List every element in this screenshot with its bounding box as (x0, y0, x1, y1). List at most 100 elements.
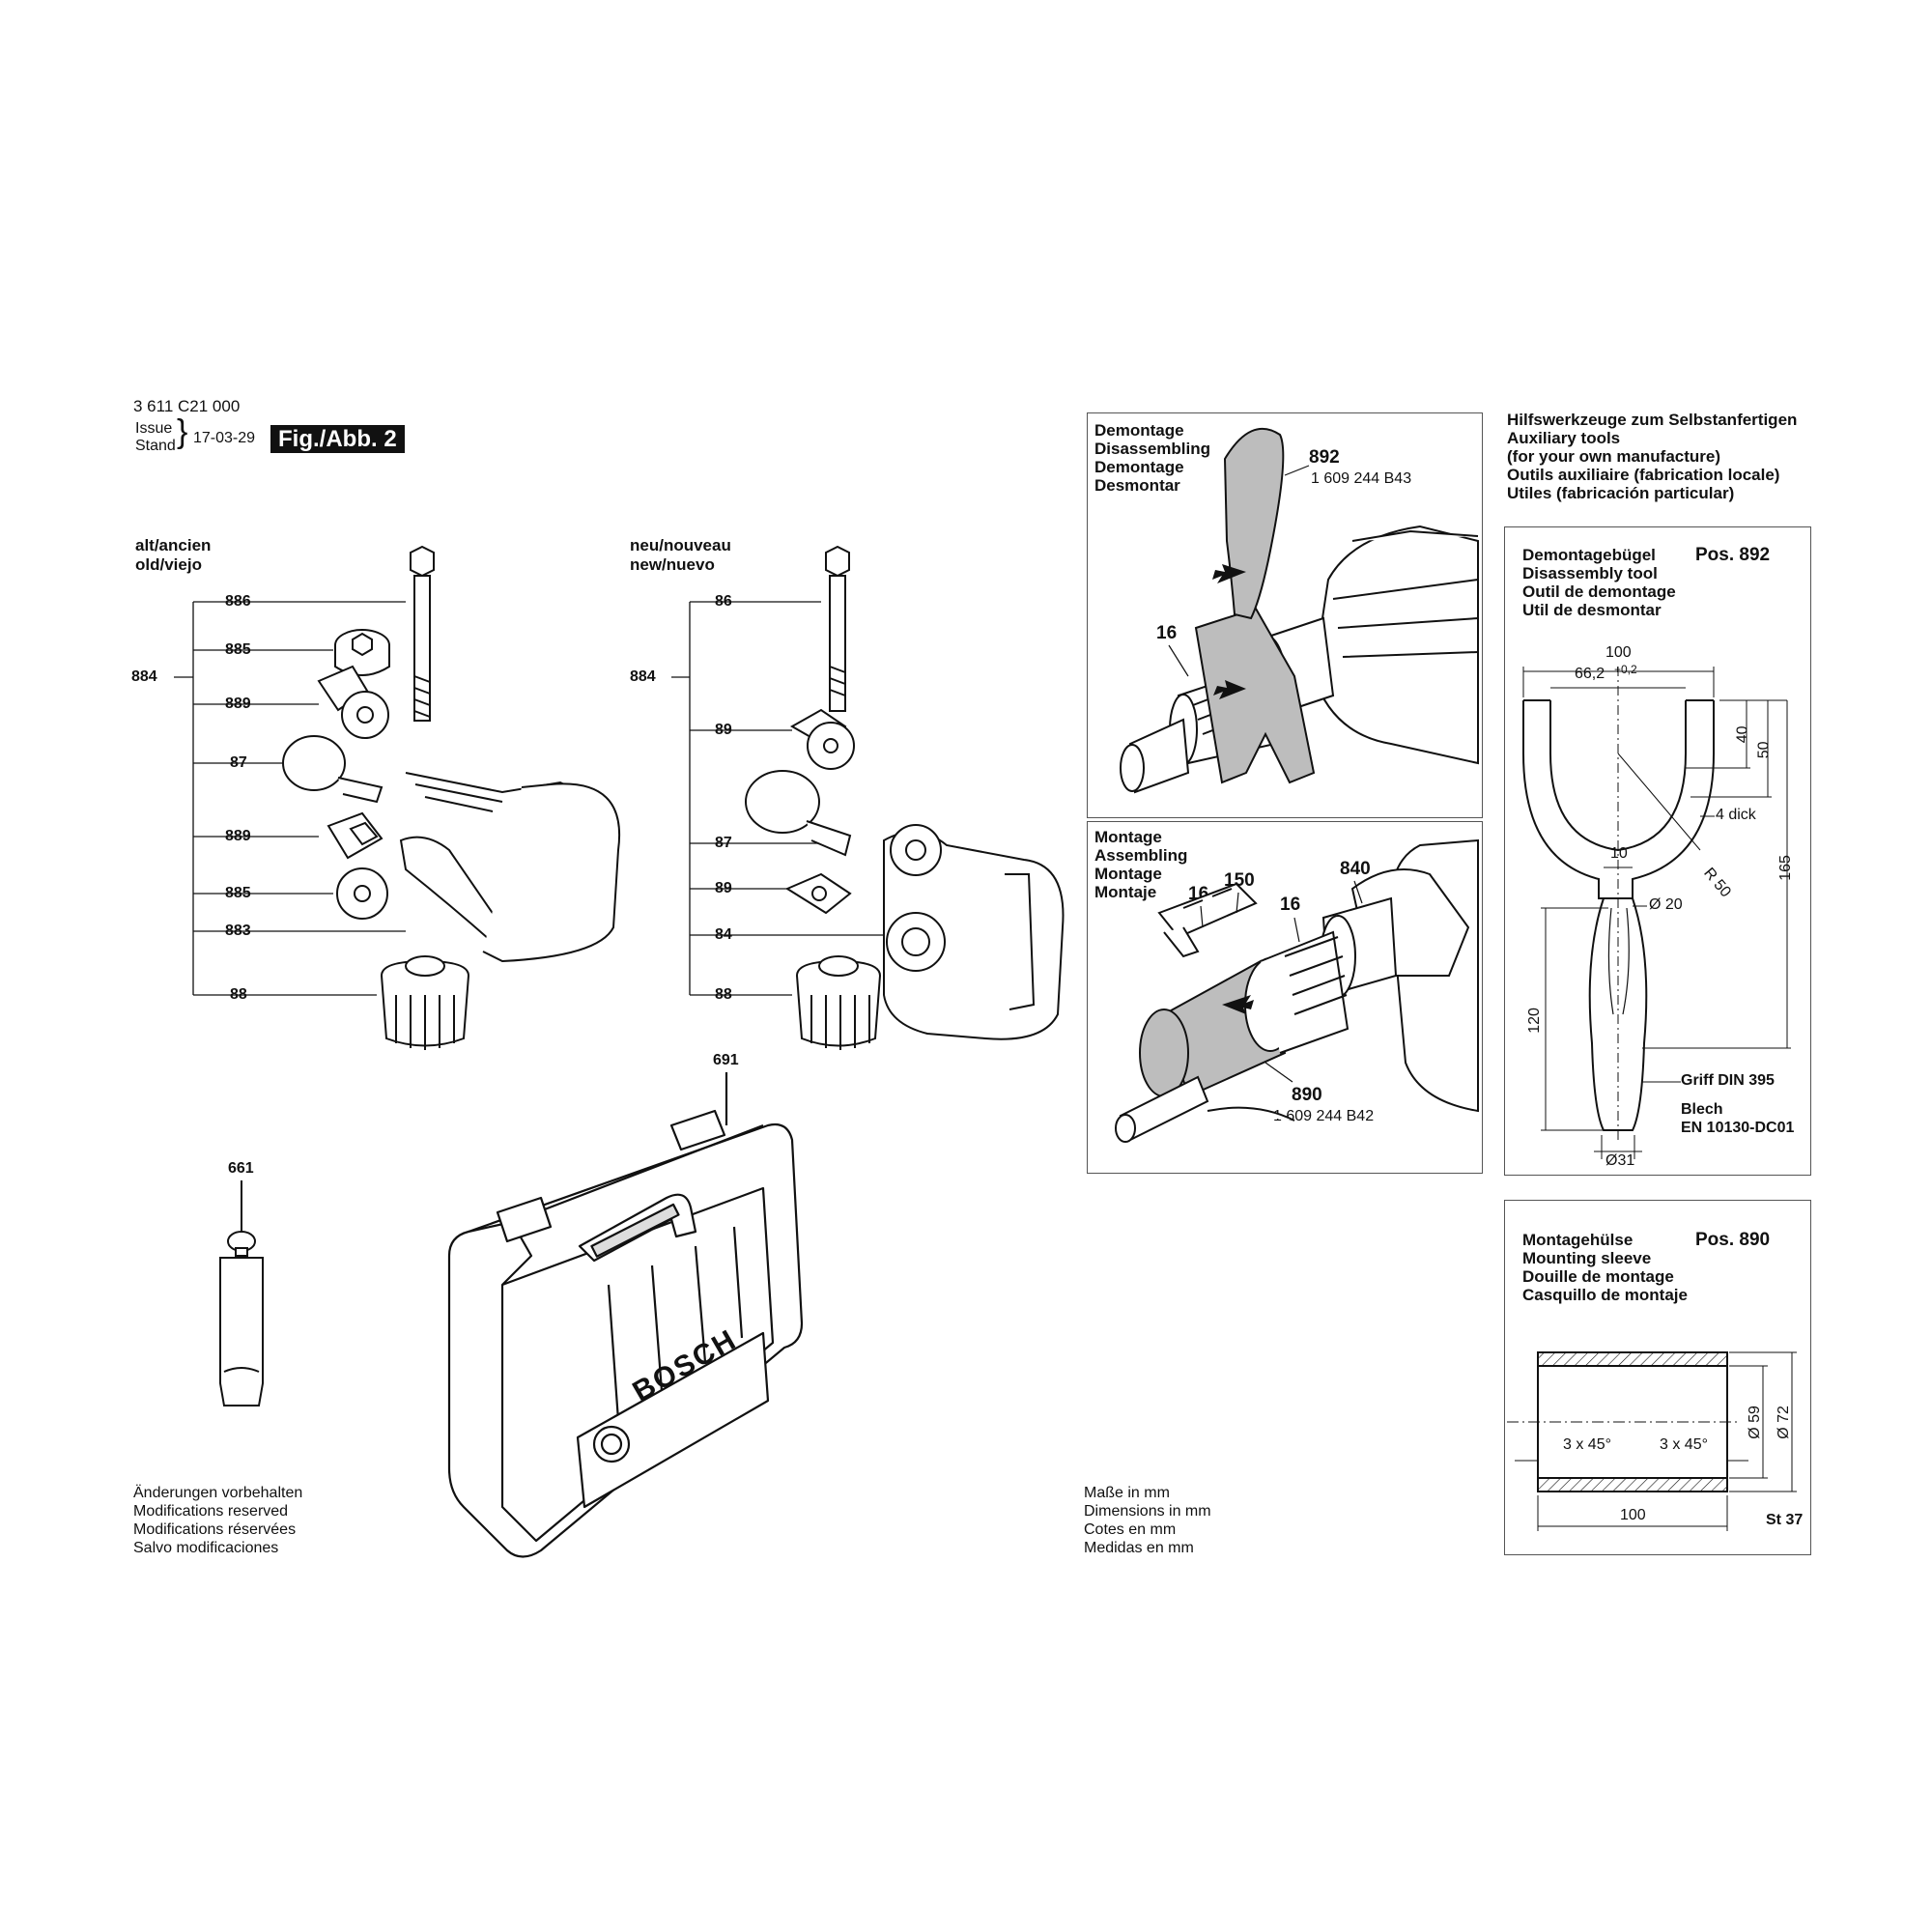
issue-label: Issue (135, 420, 173, 437)
footer-middle-line: Maße in mm (1084, 1485, 1170, 1501)
tool-892-title-line: Demontagebügel (1522, 546, 1656, 564)
old-title-2: old/viejo (135, 555, 202, 574)
old-item-889-b: 889 (225, 828, 251, 844)
old-item-883: 883 (225, 923, 251, 939)
tool-892-panel (1504, 526, 1811, 1176)
footer-middle-line: Cotes en mm (1084, 1521, 1177, 1538)
disassembly-title-line: Desmontar (1094, 476, 1180, 495)
disassembly-part-label: 16 (1156, 623, 1178, 643)
tool-892-title: Demontagebügel Disassembly tool Outil de… (1522, 546, 1676, 619)
dim-d20: Ø 20 (1649, 896, 1683, 913)
tool-892-title-line: Outil de demontage (1522, 582, 1676, 601)
stand-label: Stand (135, 438, 176, 454)
dim-d59: Ø 59 (1746, 1406, 1763, 1439)
tool-890-title-line: Casquillo de montaje (1522, 1286, 1688, 1304)
issue-date: 17-03-29 (193, 430, 256, 446)
dim-4-dick: 4 dick (1716, 807, 1756, 823)
assembly-tool-number: 1 609 244 B42 (1273, 1108, 1375, 1124)
dim-66-2: 66,2 (1575, 666, 1605, 682)
assembly-title-line: Montage (1094, 828, 1162, 846)
tool-890-panel (1504, 1200, 1811, 1555)
footer-left-line: Änderungen vorbehalten (133, 1485, 303, 1501)
disassembly-panel (1087, 412, 1483, 818)
disassembly-tool-pos: 892 (1309, 447, 1340, 468)
dim-66-2-tolerance: +0,2 (1614, 663, 1637, 676)
assembly-panel (1087, 821, 1483, 1174)
old-item-886: 886 (225, 593, 251, 610)
disassembly-tool-number: 1 609 244 B43 (1311, 470, 1412, 487)
tool-890-title-line: Mounting sleeve (1522, 1249, 1652, 1267)
new-item-86: 86 (715, 593, 732, 610)
disassembly-title-line: Demontage (1094, 458, 1184, 476)
old-item-885-b: 885 (225, 885, 251, 901)
aux-tools-heading-line: Auxiliary tools (1507, 429, 1621, 447)
assembly-title-line: Montage (1094, 865, 1162, 883)
footer-middle: Maße in mm Dimensions in mm Cotes en mm … (1084, 1484, 1211, 1557)
assembly-tool-pos: 890 (1292, 1085, 1322, 1105)
dim-100: 100 (1605, 644, 1632, 661)
new-item-88: 88 (715, 986, 732, 1003)
assembly-label-16-b: 16 (1280, 895, 1301, 915)
new-item-89: 89 (715, 722, 732, 738)
disassembly-title: Demontage Disassembling Demontage Desmon… (1094, 421, 1210, 495)
tool-890-title: Montagehülse Mounting sleeve Douille de … (1522, 1231, 1688, 1304)
new-title-2: new/nuevo (630, 555, 715, 574)
footer-left-line: Modifications réservées (133, 1521, 297, 1538)
aux-tools-heading: Hilfswerkzeuge zum Selbstanfertigen Auxi… (1507, 411, 1797, 502)
disassembly-title-line: Demontage (1094, 421, 1184, 440)
old-group-label: 884 (131, 668, 157, 685)
tool-892-note-material: EN 10130-DC01 (1681, 1120, 1795, 1136)
tool-890-material: St 37 (1766, 1512, 1804, 1528)
tool-890-title-line: Douille de montage (1522, 1267, 1674, 1286)
grease-tube-label: 661 (228, 1160, 254, 1177)
part-number: 3 611 C21 000 (133, 397, 241, 415)
old-item-889: 889 (225, 696, 251, 712)
footer-left: Änderungen vorbehalten Modifications res… (133, 1484, 302, 1557)
aux-tools-heading-line: Hilfswerkzeuge zum Selbstanfertigen (1507, 411, 1798, 429)
case-label: 691 (713, 1052, 739, 1068)
assembly-title-line: Assembling (1094, 846, 1188, 865)
tool-890-pos: Pos. 890 (1695, 1230, 1771, 1250)
old-item-885: 885 (225, 641, 251, 658)
assembly-label-840: 840 (1340, 859, 1371, 879)
footer-middle-line: Medidas en mm (1084, 1540, 1194, 1556)
tool-890-title-line: Montagehülse (1522, 1231, 1634, 1249)
tool-892-title-line: Disassembly tool (1522, 564, 1658, 582)
footer-left-line: Salvo modificaciones (133, 1540, 279, 1556)
dim-chamfer-right: 3 x 45° (1660, 1436, 1708, 1453)
new-item-84: 84 (715, 926, 732, 943)
brace-glyph: } (177, 413, 188, 450)
new-group-label: 884 (630, 668, 656, 685)
old-item-87: 87 (230, 754, 247, 771)
new-title-1: neu/nouveau (630, 536, 731, 554)
tool-892-title-line: Util de desmontar (1522, 601, 1662, 619)
footer-left-line: Modifications reserved (133, 1503, 289, 1520)
old-item-88: 88 (230, 986, 247, 1003)
new-item-89-b: 89 (715, 880, 732, 896)
old-title-1: alt/ancien (135, 536, 212, 554)
new-item-87: 87 (715, 835, 732, 851)
aux-tools-heading-line: Utiles (fabricación particular) (1507, 484, 1735, 502)
tool-892-pos: Pos. 892 (1695, 545, 1771, 565)
assembly-title-line: Montaje (1094, 883, 1157, 901)
dim-10: 10 (1610, 845, 1628, 862)
disassembly-title-line: Disassembling (1094, 440, 1210, 458)
footer-middle-line: Dimensions in mm (1084, 1503, 1211, 1520)
aux-tools-heading-line: (for your own manufacture) (1507, 447, 1721, 466)
tool-892-note-blech: Blech (1681, 1101, 1723, 1118)
assembly-title: Montage Assembling Montage Montaje (1094, 828, 1187, 901)
dim-d72: Ø 72 (1775, 1406, 1792, 1439)
dim-d31: Ø31 (1605, 1152, 1635, 1169)
dim-chamfer-left: 3 x 45° (1563, 1436, 1611, 1453)
dim-length-100: 100 (1620, 1507, 1646, 1523)
figure-badge: Fig./Abb. 2 (270, 425, 405, 454)
tool-892-note-griff: Griff DIN 395 (1681, 1072, 1775, 1089)
